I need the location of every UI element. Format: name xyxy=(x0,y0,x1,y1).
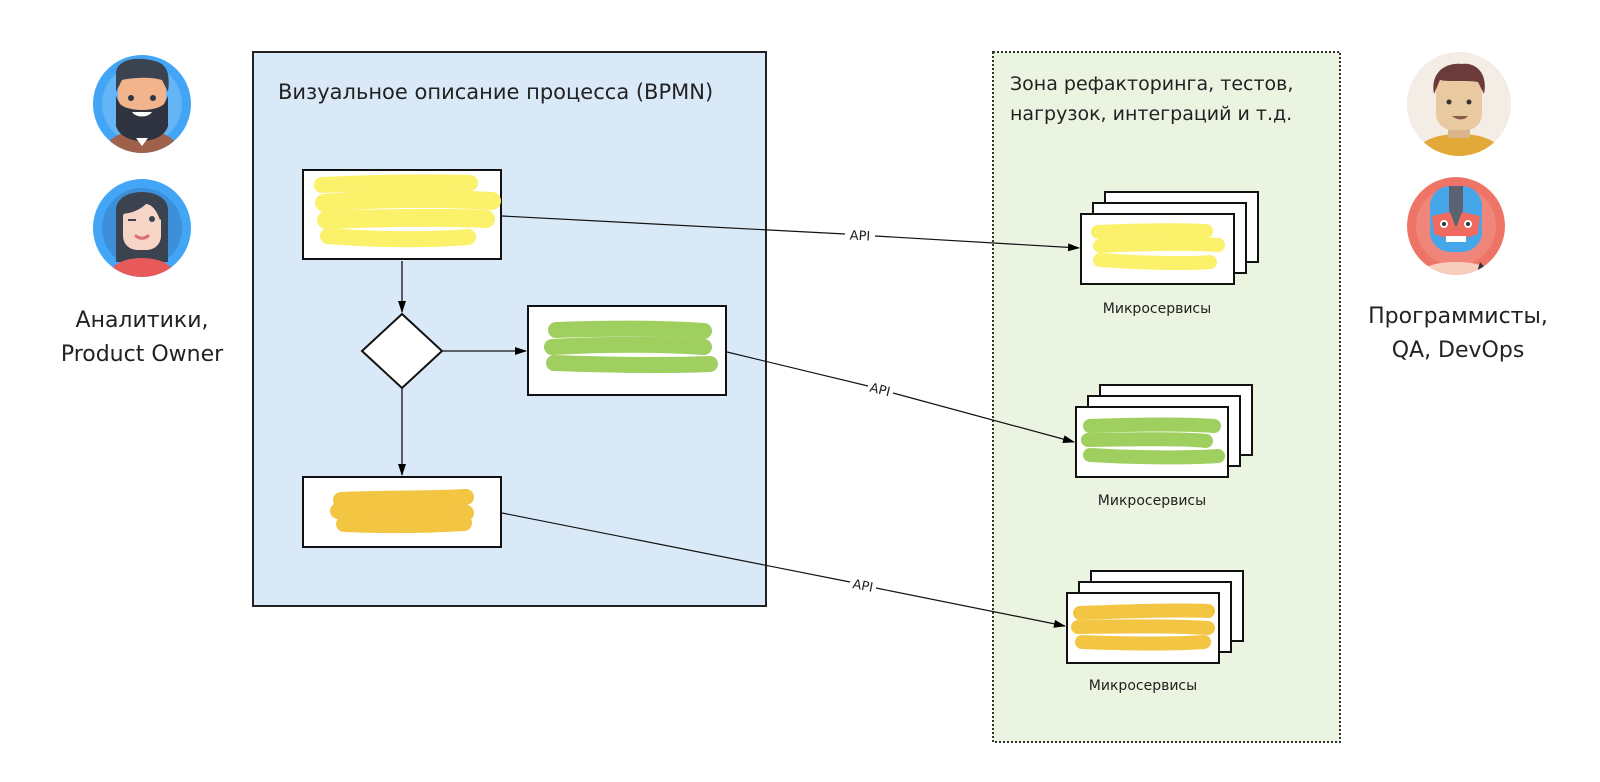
api-line xyxy=(874,235,1080,252)
api-line xyxy=(892,392,1075,443)
api-label: API xyxy=(868,381,892,401)
task-scribble xyxy=(544,320,718,374)
man-avatar xyxy=(1407,52,1511,156)
developers-label: Программисты, QA, DevOps xyxy=(1348,300,1568,368)
analysts-label-line1: Аналитики, xyxy=(75,308,209,333)
refactoring-zone-title-line2: нагрузок, интеграций и т.д. xyxy=(1010,103,1292,125)
api-connector-2[interactable]: API xyxy=(726,351,1075,443)
process-task-2[interactable] xyxy=(527,305,727,396)
refactoring-zone-title-line1: Зона рефакторинга, тестов, xyxy=(1010,73,1293,95)
api-line xyxy=(501,215,846,235)
bpmn-area-title: Визуальное описание процесса (BPMN) xyxy=(278,80,713,104)
microservice-stack-1[interactable]: Микросервисы xyxy=(1080,191,1259,317)
microservice-label: Микросервисы xyxy=(1103,301,1211,317)
process-task-1[interactable] xyxy=(302,169,502,260)
developers-label-line2: QA, DevOps xyxy=(1391,338,1525,363)
bearded-man-avatar xyxy=(93,55,191,153)
api-line xyxy=(875,587,1066,628)
microservice-stack-2[interactable]: Микросервисы xyxy=(1075,384,1253,509)
microservice-scribble xyxy=(1091,223,1225,271)
api-connector-3[interactable]: API xyxy=(501,512,1066,628)
developers-label-line1: Программисты, xyxy=(1368,304,1548,329)
api-label: API xyxy=(851,577,874,596)
woman-avatar xyxy=(93,179,191,277)
microservice-scribble xyxy=(1081,417,1225,465)
gateway-diamond xyxy=(360,312,444,390)
decision-gateway[interactable] xyxy=(360,312,444,390)
task-scribble xyxy=(330,489,474,534)
api-connector-1[interactable]: API xyxy=(501,215,1080,252)
task-scribble xyxy=(314,174,501,248)
analysts-label: Аналитики, Product Owner xyxy=(42,304,242,372)
api-label: API xyxy=(849,228,870,244)
api-line xyxy=(501,512,851,583)
analysts-label-line2: Product Owner xyxy=(60,342,224,367)
api-line xyxy=(726,351,869,387)
process-task-3[interactable] xyxy=(302,476,502,548)
microservice-stack-3[interactable]: Микросервисы xyxy=(1066,570,1244,694)
microservice-label: Микросервисы xyxy=(1098,493,1206,509)
luchador-mask-avatar xyxy=(1407,177,1505,275)
microservice-scribble xyxy=(1071,603,1215,651)
microservice-label: Микросервисы xyxy=(1089,678,1197,694)
